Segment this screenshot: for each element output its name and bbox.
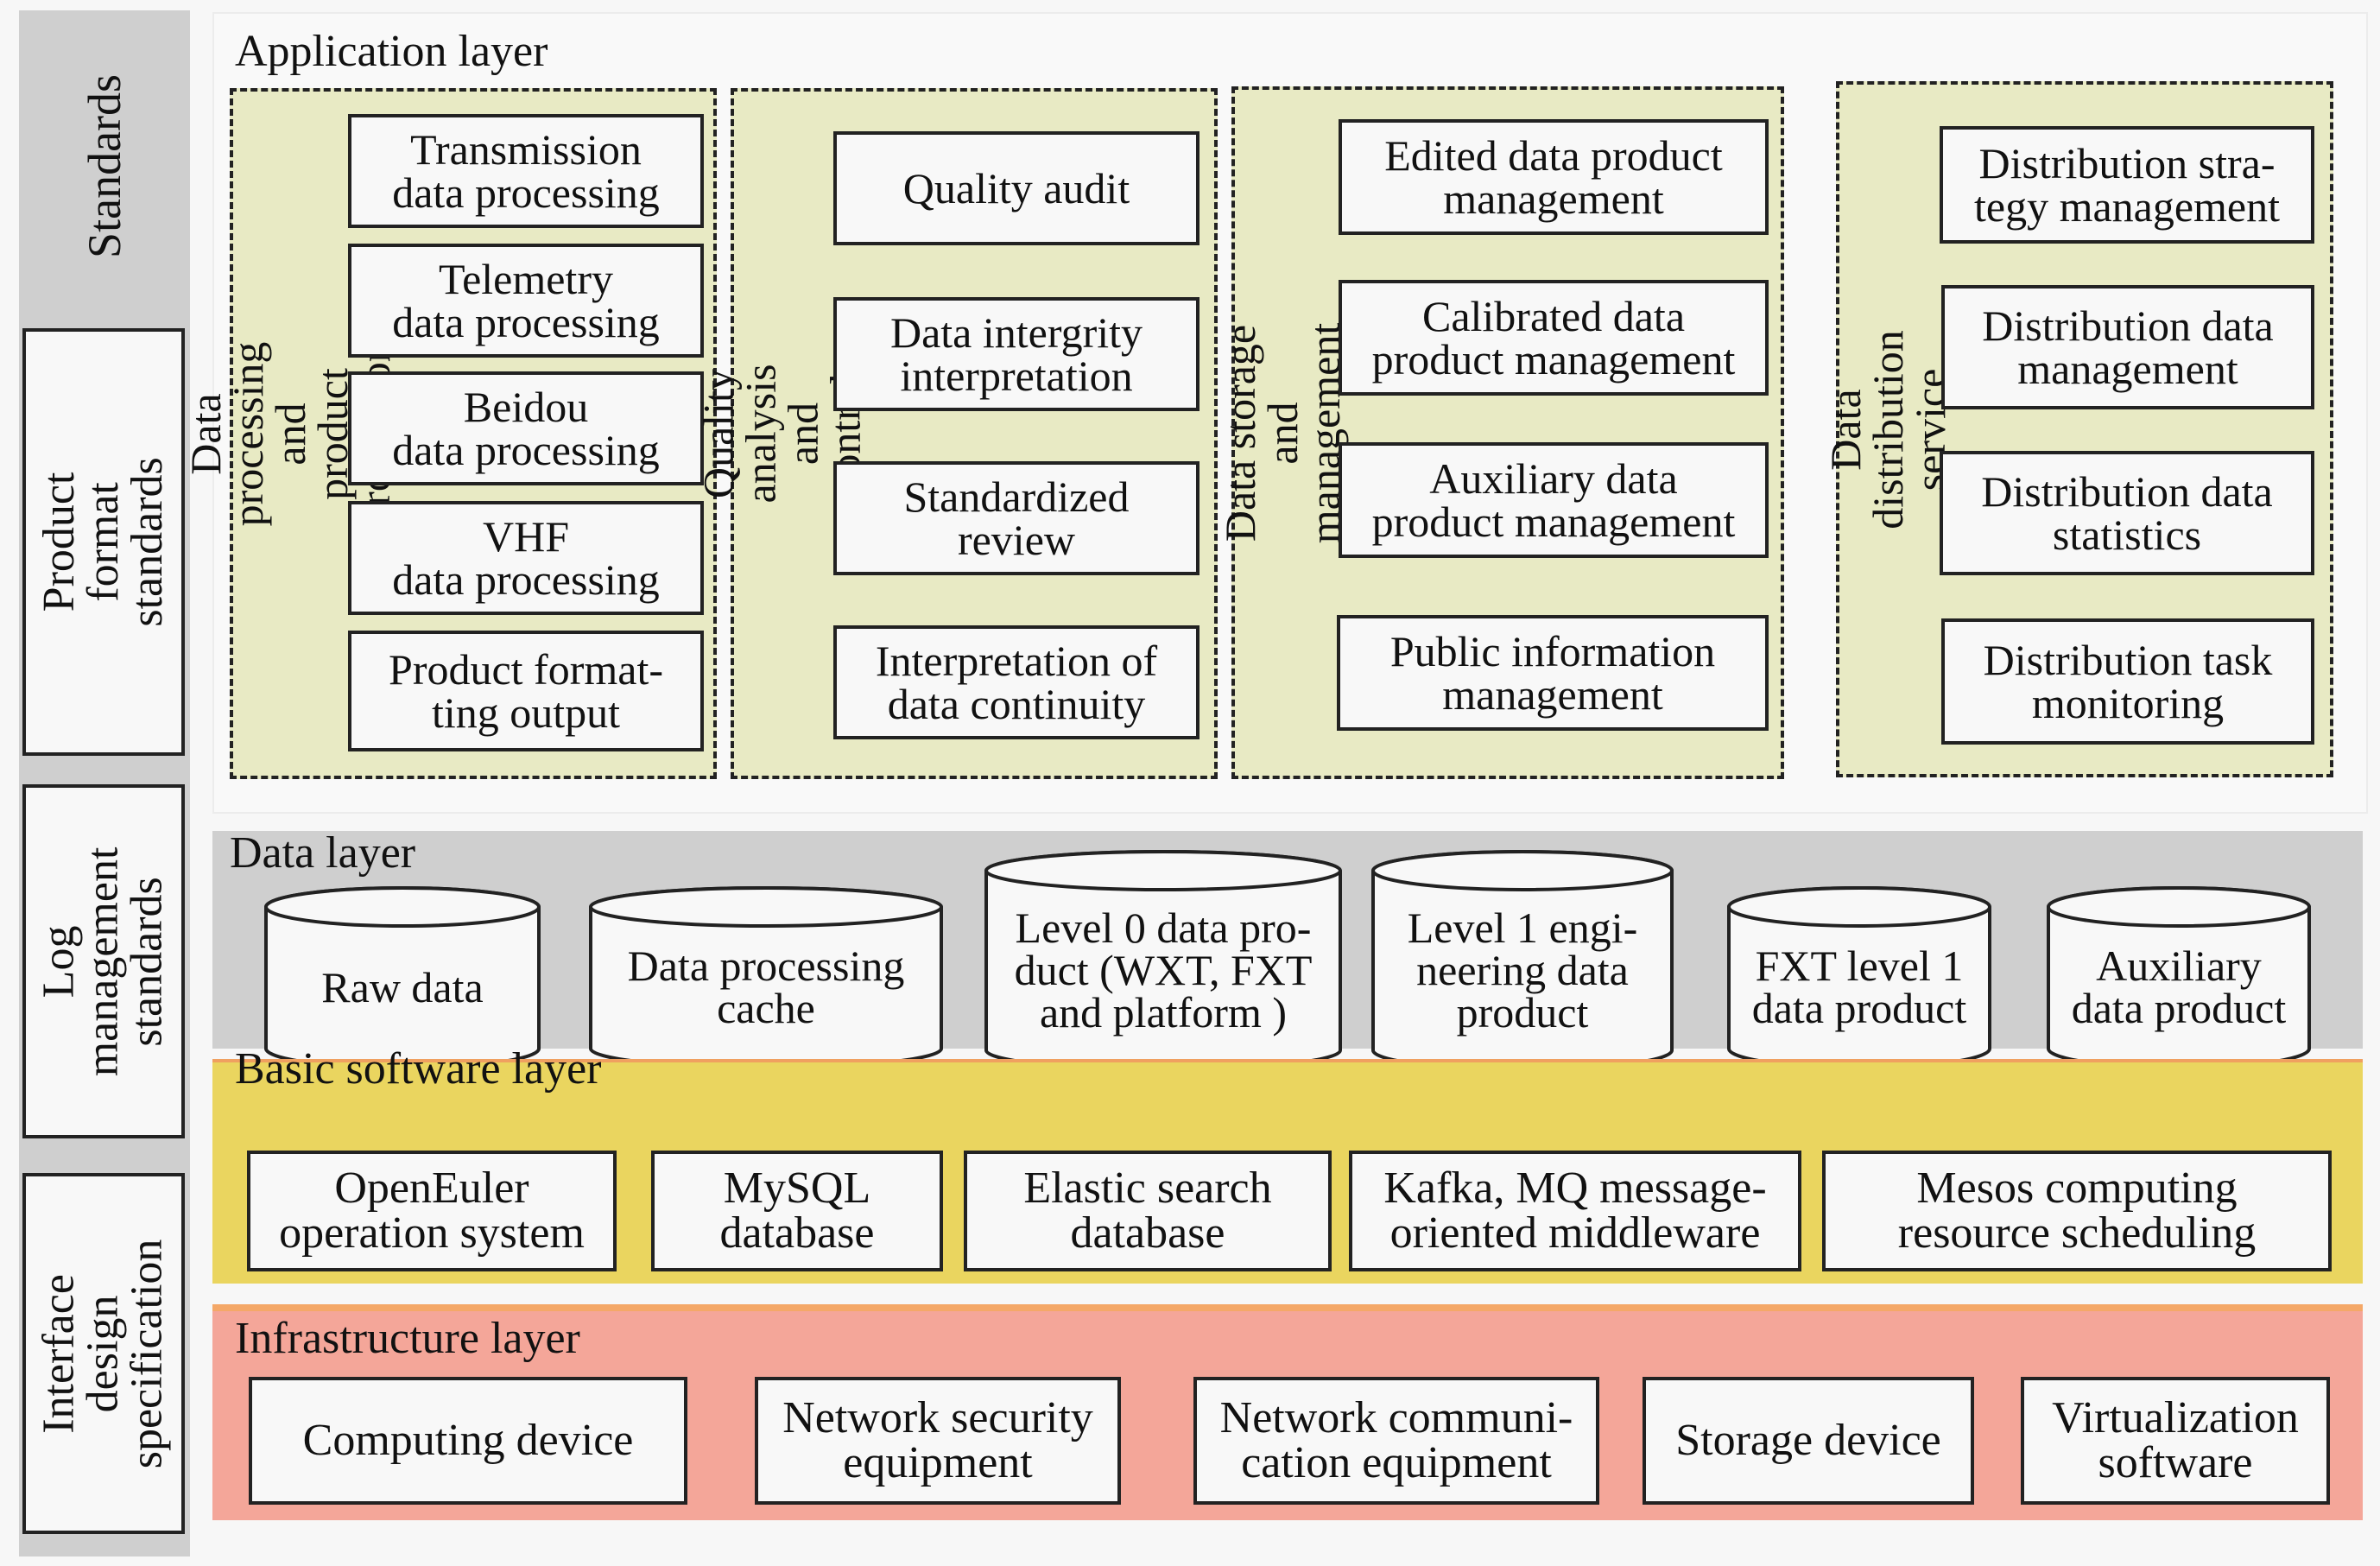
app-group-title: Quality analysis and control (694, 364, 870, 504)
app-item: Beidou data processing (348, 371, 704, 485)
data-item-label: Data processing cache (627, 942, 905, 1032)
app-item: Edited data product management (1339, 119, 1769, 235)
data-item-label: Raw data (321, 962, 484, 1011)
application-layer-title: Application layer (235, 27, 548, 76)
app-item: Product format- ting output (348, 631, 704, 751)
cylinder-top (984, 850, 1342, 891)
software-item: Mesos computing resource scheduling (1822, 1151, 2332, 1271)
infrastructure-layer-title: Infrastructure layer (235, 1314, 580, 1363)
software-item: OpenEuler operation system (247, 1151, 617, 1271)
software-item: Elastic search database (964, 1151, 1332, 1271)
database-cylinder: Raw data (264, 886, 541, 1069)
standard-item-interface-design: Interface design specification (22, 1173, 185, 1534)
database-cylinder: FXT level 1 data product (1727, 886, 1991, 1069)
infrastructure-item: Network security equipment (755, 1377, 1121, 1505)
app-item: VHF data processing (348, 501, 704, 615)
database-icon (264, 886, 541, 1069)
data-item-label: FXT level 1 data product (1751, 942, 1967, 1032)
standard-item-label: Product format standards (34, 457, 172, 627)
database-icon (1727, 886, 1991, 1069)
app-item: Telemetry data processing (348, 244, 704, 358)
app-item: Distribution stra- tegy management (1940, 126, 2314, 244)
cylinder-top (264, 886, 541, 928)
data-item-label: Level 1 engi- neering data product (1407, 903, 1638, 1037)
data-layer-title: Data layer (230, 828, 416, 878)
database-icon (1371, 850, 1674, 1071)
app-item: Data intergrity interpretation (833, 297, 1199, 411)
database-icon (589, 886, 943, 1069)
database-cylinder: Level 0 data pro- duct (WXT, FXT and pla… (984, 850, 1342, 1071)
app-item: Auxiliary data product management (1339, 442, 1769, 558)
infrastructure-item: Network communi- cation equipment (1193, 1377, 1599, 1505)
cylinder-top (1727, 886, 1991, 928)
app-group-title: Data distribution service (1820, 329, 1954, 529)
software-item: Kafka, MQ message- oriented middleware (1349, 1151, 1801, 1271)
database-icon (2047, 886, 2311, 1069)
standards-header: Standards (19, 10, 190, 321)
infrastructure-item: Computing device (249, 1377, 687, 1505)
infrastructure-item: Virtualization software (2021, 1377, 2330, 1505)
database-cylinder: Data processing cache (589, 886, 943, 1069)
app-group-title: Data processing and product production (180, 340, 399, 528)
cylinder-top (589, 886, 943, 928)
database-cylinder: Level 1 engi- neering data product (1371, 850, 1674, 1071)
app-item: Distribution task monitoring (1941, 618, 2314, 745)
software-item: MySQL database (651, 1151, 943, 1271)
standards-header-label: Standards (78, 73, 130, 258)
standard-item-log-management: Log management standards (22, 784, 185, 1138)
cylinder-top (1371, 850, 1674, 891)
basic-software-layer-title: Basic software layer (235, 1044, 602, 1094)
infrastructure-item: Storage device (1643, 1377, 1974, 1505)
data-item-label: Level 0 data pro- duct (WXT, FXT and pla… (1014, 903, 1313, 1037)
app-item: Standardized review (833, 461, 1199, 575)
standard-item-label: Interface design specification (34, 1239, 172, 1468)
standard-item-label: Log management standards (34, 846, 172, 1076)
app-item: Distribution data management (1941, 285, 2314, 409)
app-item: Distribution data statistics (1940, 451, 2314, 575)
app-group-title: Data storage and management (1216, 322, 1350, 543)
cylinder-top (2047, 886, 2311, 928)
app-item: Interpretation of data continuity (833, 625, 1199, 739)
standard-item-product-format: Product format standards (22, 328, 185, 756)
app-item: Calibrated data product management (1339, 280, 1769, 396)
app-item: Public information management (1337, 615, 1769, 731)
data-item-label: Auxiliary data product (2071, 942, 2287, 1032)
app-item: Quality audit (833, 131, 1199, 245)
app-item: Transmission data processing (348, 114, 704, 228)
database-cylinder: Auxiliary data product (2047, 886, 2311, 1069)
